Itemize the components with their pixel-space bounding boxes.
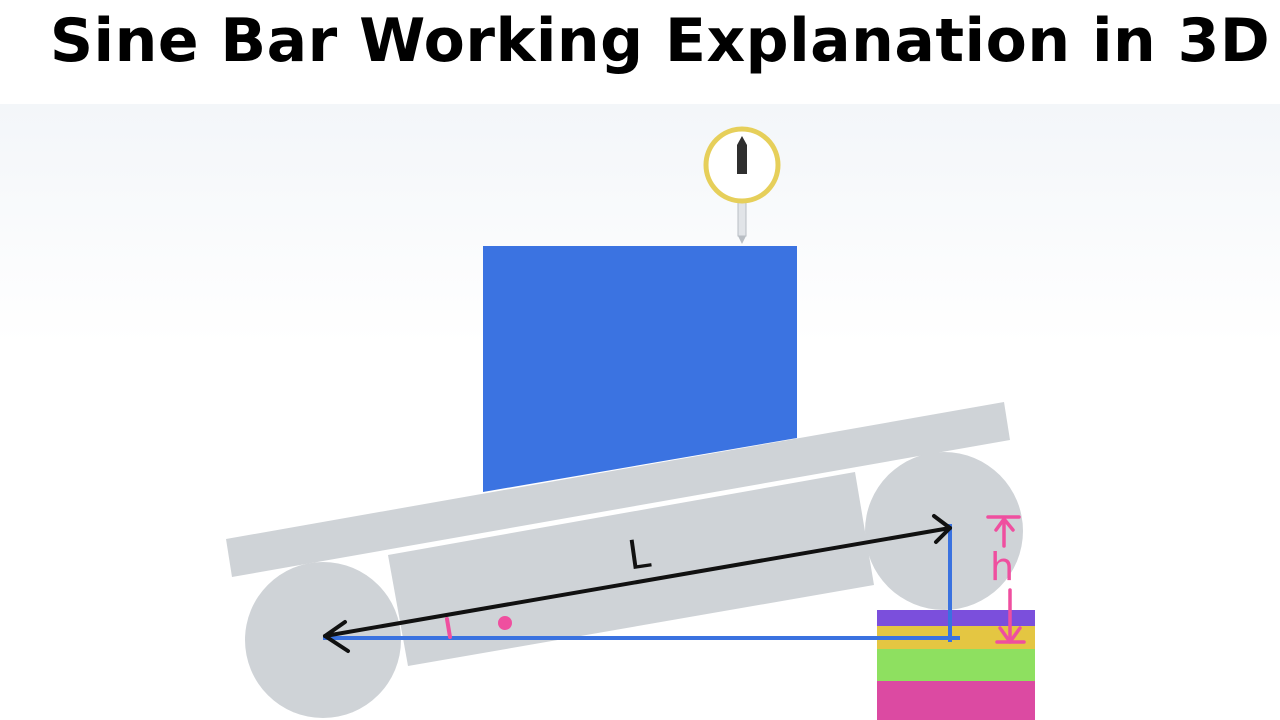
measure-lines xyxy=(323,524,960,642)
height-arrow-up-head xyxy=(994,517,1015,532)
sine-bar-top-plate xyxy=(226,402,1010,577)
slip-gauge-3 xyxy=(877,649,1035,681)
slip-gauge-1 xyxy=(877,610,1035,626)
slip-gauge-stack xyxy=(877,610,1035,720)
sine-bar xyxy=(226,402,1010,666)
length-arrow-shaft xyxy=(323,526,952,638)
length-arrow-right-head xyxy=(932,514,952,544)
height-label: h xyxy=(990,545,1014,589)
dial-indicator xyxy=(703,126,781,244)
title-bar: Sine Bar Working Explanation in 3D xyxy=(0,0,1280,104)
angle-marker xyxy=(445,617,452,639)
page-title: Sine Bar Working Explanation in 3D xyxy=(49,6,1271,76)
slip-gauge-4 xyxy=(877,681,1035,720)
dial-pointer-icon xyxy=(737,136,747,174)
theta-symbol xyxy=(498,616,512,630)
sine-bar-body xyxy=(388,472,874,666)
height-annotation xyxy=(986,515,1026,644)
angle-tick xyxy=(445,617,452,639)
dial-tip xyxy=(738,236,746,244)
length-arrow xyxy=(323,514,952,653)
workpiece-block xyxy=(483,246,797,492)
length-arrow-left-head xyxy=(323,620,350,653)
